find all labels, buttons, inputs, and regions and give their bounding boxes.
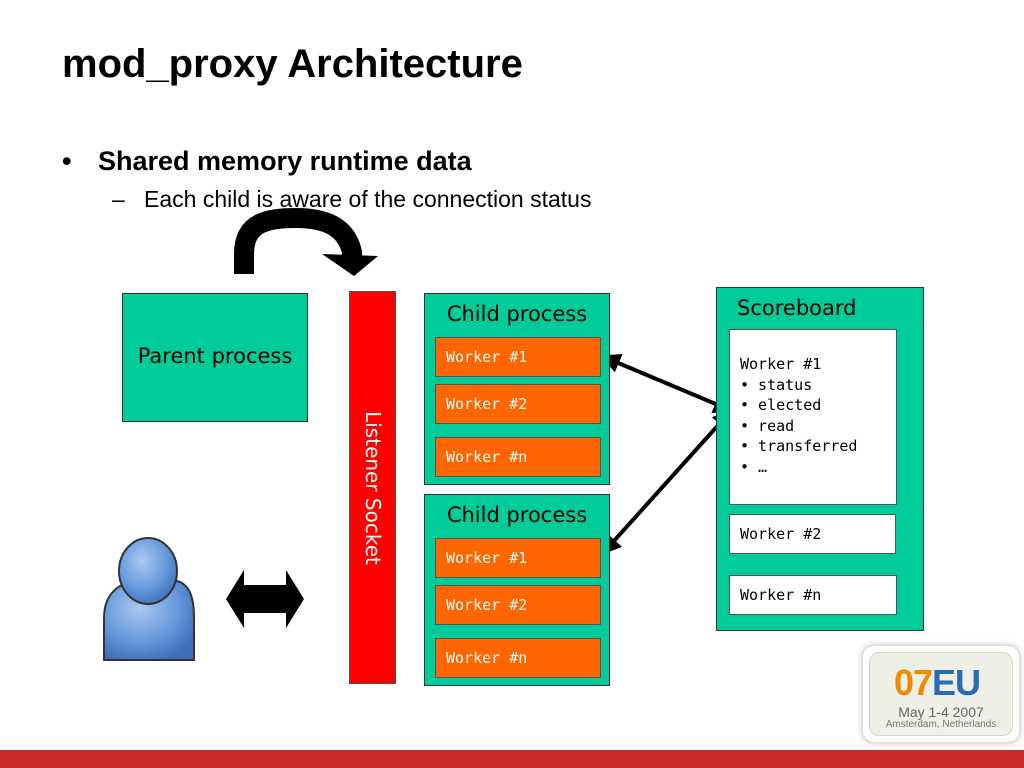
conference-logo: 07EU May 1-4 2007 Amsterdam, Netherlands [862,645,1020,743]
bullet-text: Shared memory runtime data [98,146,472,176]
logo-year: 07EU [894,662,981,703]
child-process-box: Child process Worker #1 Worker #2 Worker… [424,494,610,686]
scoreboard-field: • elected [740,396,822,414]
scoreboard-worker2-box: Worker #2 [729,514,896,554]
child-process-title: Child process [446,503,588,527]
scoreboard-workern-box: Worker #n [729,575,897,615]
connector-child1-scoreboard [600,353,734,414]
scoreboard-field: • transferred [740,437,858,455]
worker-box: Worker #n [435,638,601,678]
sub-bullet-connection-status: –Each child is aware of the connection s… [112,186,591,213]
double-arrow-icon [226,570,304,628]
logo-location: Amsterdam, Netherlands [885,719,997,730]
worker-box: Worker #1 [435,337,601,377]
scoreboard-field: • status [740,375,813,394]
user-icon [103,537,195,661]
worker-box: Worker #2 [435,585,601,625]
scoreboard-field: • … [740,457,768,476]
slide-title: mod_proxy Architecture [62,42,523,86]
curved-arrow-icon [234,207,378,276]
sub-bullet-mark: – [112,186,125,212]
logo-date: May 1-4 2007 [898,704,984,720]
sub-bullet-text: Each child is aware of the connection st… [144,186,592,212]
listener-socket-label: Listener Socket [360,410,385,565]
scoreboard-worker1-label: Worker #1 [740,355,822,373]
listener-socket-bar: Listener Socket [349,291,396,684]
logo-suffix: EU [932,662,981,703]
scoreboard-title: Scoreboard [737,296,857,320]
worker-box: Worker #n [435,437,601,477]
worker-box: Worker #1 [435,538,601,578]
child-process-title: Child process [446,302,588,326]
bullet-mark: • [62,146,72,176]
conference-logo-badge: 07EU May 1-4 2007 Amsterdam, Netherlands [869,652,1013,736]
logo-num: 07 [894,662,933,703]
bullet-shared-memory: • Shared memory runtime data [62,146,472,177]
scoreboard-worker1-box: Worker #1 • status • elected • read • tr… [729,329,897,505]
scoreboard-field: • read [740,416,795,435]
connector-child2-scoreboard [601,409,733,555]
child-process-box: Child process Worker #1 Worker #2 Worker… [424,293,610,485]
scoreboard-box: Scoreboard Worker #1 • status • elected … [716,287,924,631]
worker-box: Worker #2 [435,384,601,424]
footer-bar [0,750,1024,768]
parent-process-box: Parent process [122,293,308,422]
parent-process-label: Parent process [137,344,293,368]
